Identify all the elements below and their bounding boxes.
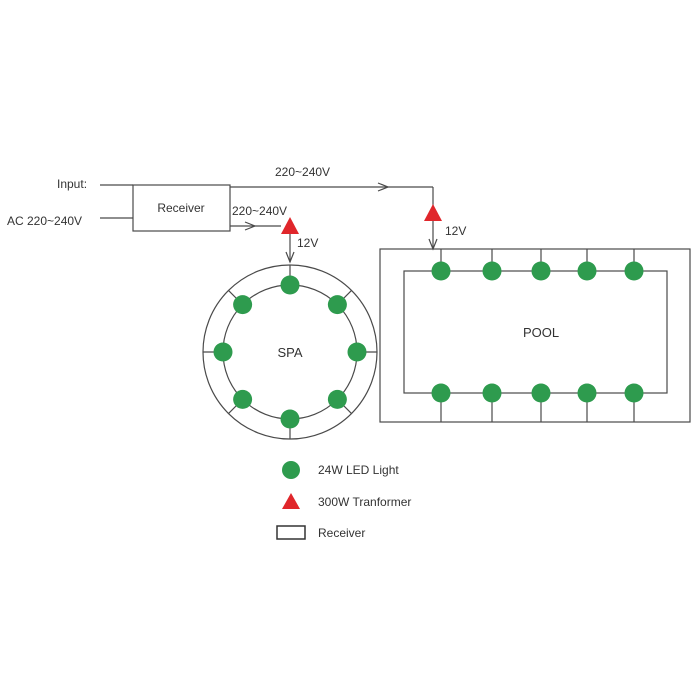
spa-led-light bbox=[280, 409, 300, 429]
legend-transformer-icon bbox=[282, 493, 300, 509]
pool-led-light bbox=[531, 383, 551, 403]
legend-receiver-label: Receiver bbox=[318, 526, 365, 540]
pool: POOL bbox=[379, 248, 691, 423]
pool-led-light bbox=[482, 383, 502, 403]
legend-transformer-label: 300W Tranformer bbox=[318, 495, 411, 509]
spa-led-light bbox=[347, 342, 367, 362]
pool-transformer: 12V bbox=[424, 204, 466, 251]
input-wiring: Input: AC 220~240V bbox=[7, 177, 133, 228]
input-label: Input: bbox=[57, 177, 87, 191]
pool-led-light bbox=[624, 261, 644, 281]
pool-transformer-voltage: 12V bbox=[445, 224, 466, 238]
pool-outer-rect bbox=[379, 248, 691, 423]
spa-label: SPA bbox=[277, 345, 302, 360]
legend: 24W LED Light 300W Tranformer Receiver bbox=[276, 461, 411, 540]
spa-feed-arrow-icon bbox=[244, 221, 257, 231]
receiver-box-outline bbox=[132, 184, 231, 232]
spa-leds bbox=[213, 275, 367, 429]
pool-feed-arrow-icon bbox=[377, 182, 390, 192]
legend-led-label: 24W LED Light bbox=[318, 463, 399, 477]
voltage-mid-label: 220~240V bbox=[232, 204, 287, 218]
pool-label: POOL bbox=[523, 325, 559, 340]
legend-led-icon bbox=[282, 461, 300, 479]
ac-input-label: AC 220~240V bbox=[7, 214, 82, 228]
pool-led-light bbox=[482, 261, 502, 281]
spa: SPA bbox=[202, 264, 378, 440]
pool-led-light bbox=[624, 383, 644, 403]
spa-transformer-voltage: 12V bbox=[297, 236, 318, 250]
pool-led-light bbox=[577, 383, 597, 403]
voltage-top-label: 220~240V bbox=[275, 165, 330, 179]
spa-led-light bbox=[233, 389, 253, 409]
spa-led-light bbox=[327, 295, 347, 315]
spa-led-light bbox=[280, 275, 300, 295]
pool-led-light bbox=[431, 261, 451, 281]
spa-transformer-arrow-icon bbox=[285, 251, 295, 264]
spa-led-light bbox=[213, 342, 233, 362]
pool-led-light bbox=[431, 383, 451, 403]
spa-feed-wire: 220~240V bbox=[230, 204, 287, 231]
receiver-box-label: Receiver bbox=[157, 201, 204, 215]
spa-led-light bbox=[327, 389, 347, 409]
pool-feed-wire: 220~240V bbox=[230, 165, 434, 206]
legend-receiver-icon bbox=[276, 525, 306, 540]
spa-transformer: 12V bbox=[281, 217, 318, 264]
spa-transformer-icon bbox=[281, 217, 299, 234]
spa-led-light bbox=[233, 295, 253, 315]
receiver-box: Receiver bbox=[132, 184, 231, 232]
pool-led-light bbox=[577, 261, 597, 281]
pool-transformer-icon bbox=[424, 204, 442, 221]
pool-led-light bbox=[531, 261, 551, 281]
pool-leds bbox=[431, 261, 644, 403]
